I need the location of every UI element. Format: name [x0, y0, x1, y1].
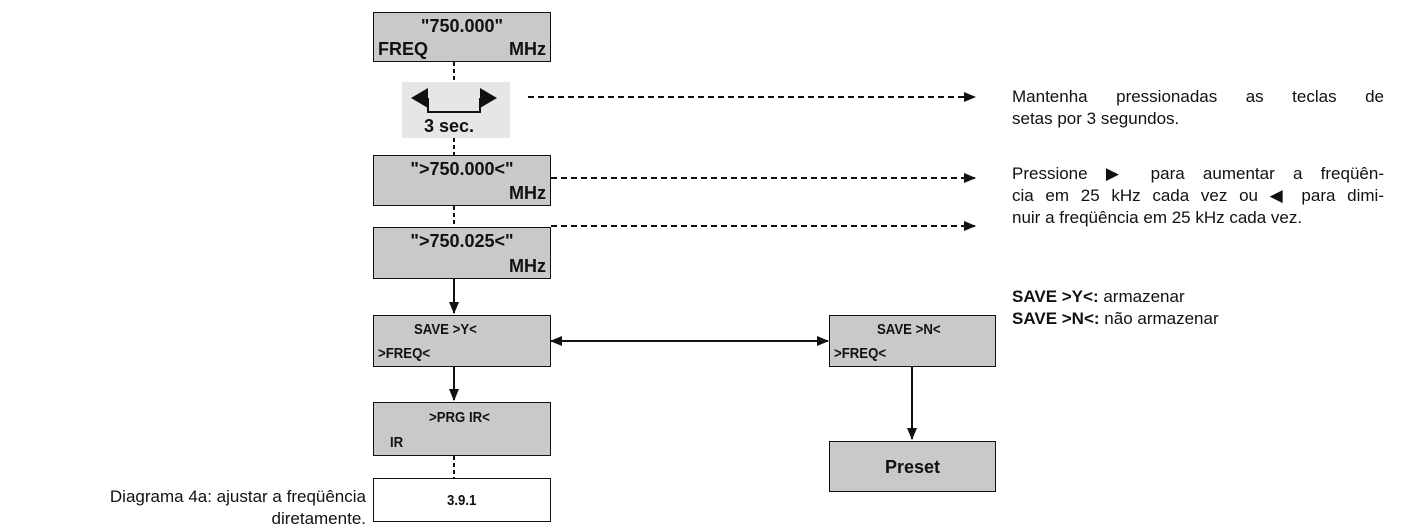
save-y-box: SAVE >Y< >FREQ< — [373, 315, 551, 367]
note-press-line2: cia em 25 kHz cada vez ou ◀ para dimi- — [1012, 186, 1384, 205]
caption-line2: diretamente. — [271, 509, 367, 528]
arrow-keys-panel — [402, 82, 510, 138]
prg-ir-line2: IR — [390, 434, 404, 451]
save-y-line1: SAVE >Y< — [414, 321, 477, 338]
note-hold-arrows: Mantenha pressionadas as teclas de setas… — [1012, 86, 1384, 130]
note-press-line3: nuir a freqüência em 25 kHz cada vez. — [1012, 208, 1303, 227]
diagram-caption: Diagrama 4a: ajustar a freqüência direta… — [110, 486, 367, 530]
freq-750000-box: ">750.000<" MHz — [373, 155, 551, 206]
menu-391-label: 3.9.1 — [447, 491, 477, 509]
note-press-arrows: Pressione ▶ para aumentar a freqüên- cia… — [1012, 163, 1384, 229]
right-arrow-icon — [480, 88, 497, 108]
left-arrow-icon — [411, 88, 428, 108]
preset-label: Preset — [884, 456, 941, 477]
note-hold-line1: Mantenha pressionadas as teclas de — [1012, 87, 1384, 106]
save-n-box: SAVE >N< >FREQ< — [829, 315, 996, 367]
save-y-line2: >FREQ< — [378, 345, 431, 362]
note-save-n-text: não armazenar — [1099, 309, 1219, 328]
note-save-y-text: armazenar — [1098, 287, 1185, 306]
note-save-n-row: SAVE >N<: não armazenar — [1012, 308, 1384, 330]
bracket-line — [427, 98, 481, 113]
freq-label: FREQ — [378, 39, 429, 59]
freq-750000-unit: MHz — [509, 183, 546, 203]
menu-391-box: 3.9.1 — [373, 478, 551, 522]
freq-750025-unit: MHz — [509, 256, 546, 276]
prg-ir-line1: >PRG IR< — [429, 409, 490, 426]
freq-750025-box: ">750.025<" MHz — [373, 227, 551, 279]
note-save-y-row: SAVE >Y<: armazenar — [1012, 286, 1384, 308]
save-n-line1: SAVE >N< — [877, 321, 941, 338]
note-save-y-key: SAVE >Y<: — [1012, 287, 1099, 306]
save-n-line2: >FREQ< — [834, 345, 887, 362]
freq-750000-value: ">750.000<" — [410, 159, 514, 179]
prg-ir-box: >PRG IR< IR — [373, 402, 551, 456]
note-save-legend: SAVE >Y<: armazenar SAVE >N<: não armaze… — [1012, 286, 1384, 330]
freq-750025-value: ">750.025<" — [410, 231, 514, 251]
freq-display-box: "750.000" FREQ MHz — [373, 12, 551, 62]
freq-value: "750.000" — [420, 16, 504, 36]
note-hold-line2: setas por 3 segundos. — [1012, 109, 1180, 128]
note-press-line1: Pressione ▶ para aumentar a freqüên- — [1012, 164, 1384, 183]
note-save-n-key: SAVE >N<: — [1012, 309, 1100, 328]
freq-unit: MHz — [509, 39, 546, 59]
preset-box: Preset — [829, 441, 996, 492]
caption-line1: Diagrama 4a: ajustar a freqüência — [109, 487, 366, 506]
hold-duration-label: 3 sec. — [424, 116, 475, 136]
